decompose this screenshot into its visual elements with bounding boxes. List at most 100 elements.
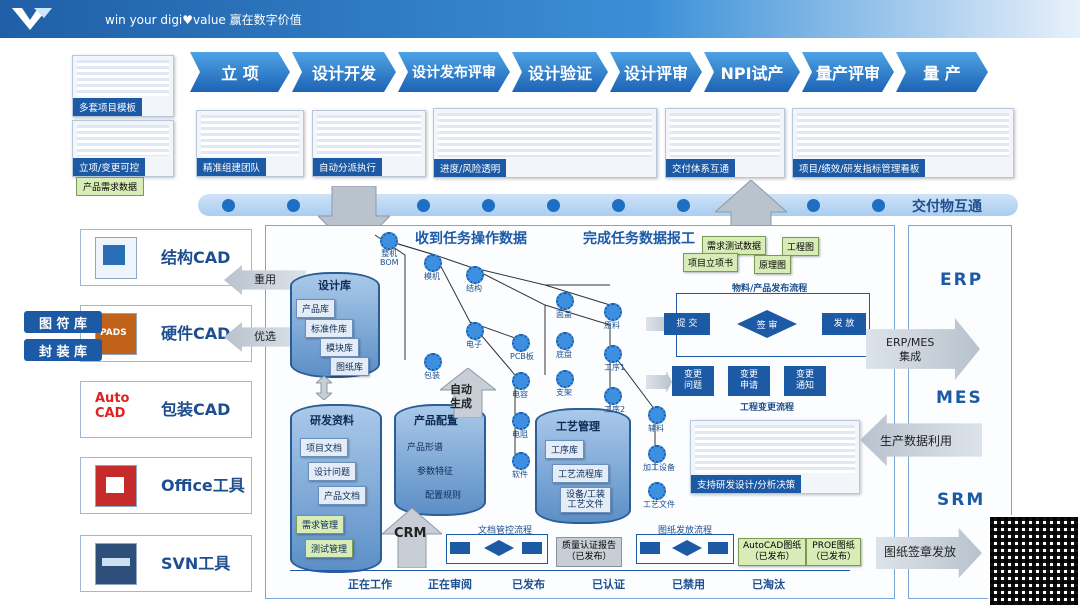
doc-flow-frame <box>446 534 548 564</box>
gear-icon <box>648 406 666 424</box>
process-mgmt-title: 工艺管理 <box>556 420 600 433</box>
gear-icon <box>604 387 622 405</box>
complete-task-heading: 完成任务数据报工 <box>583 231 695 247</box>
drawing-flow-step <box>640 542 660 554</box>
rnd-docs-title: 研发资料 <box>310 414 354 427</box>
process-item-operations: 工序库 <box>545 440 585 459</box>
header-bar <box>0 0 1080 38</box>
caption-templates: 多套项目模板 <box>73 98 143 116</box>
footprint-lib-tag: 封 装 库 <box>24 339 102 361</box>
receive-task-heading: 收到任务操作数据 <box>415 231 527 247</box>
product-config-db <box>394 404 486 516</box>
select-label: 优选 <box>254 330 276 343</box>
gear-icon <box>466 266 484 284</box>
slogan: win your digi♥value 赢在数字价值 <box>105 13 302 27</box>
phase-design-review: 设计评审 <box>610 52 702 92</box>
tool-office[interactable]: Office工具 <box>80 457 252 514</box>
gear-icon <box>380 232 398 250</box>
change-step-request: 变更申请 <box>728 366 770 396</box>
symbol-lib-tag: 图 符 库 <box>24 311 102 333</box>
qr-code <box>988 515 1080 607</box>
timeline-dot <box>417 199 430 212</box>
drawing-flow-title: 图纸发放流程 <box>658 526 713 536</box>
release-step-submit: 提 交 <box>664 313 710 335</box>
status-obsolete: 已淘汰 <box>752 578 785 591</box>
tool-name-office: Office工具 <box>161 476 245 495</box>
gear-label-pcb: PCB板 <box>510 352 534 361</box>
reuse-label: 重用 <box>254 273 276 286</box>
gear-label-resistor: 电阻 <box>512 430 528 439</box>
timeline-dot <box>222 199 235 212</box>
quality-report-doc: 质量认证报告（已发布） <box>556 537 622 567</box>
timeline-dot <box>287 199 300 212</box>
phase-design-dev: 设计开发 <box>292 52 396 92</box>
office-icon <box>95 465 137 507</box>
gear-label-raw-material: 原料 <box>604 321 620 330</box>
doc-flow-title: 文档管控流程 <box>478 526 533 536</box>
proe-drawing-doc: PROE图纸（已发布） <box>806 538 862 566</box>
phase-npi: NPI试产 <box>704 52 800 92</box>
change-flow-title: 工程变更流程 <box>740 403 795 413</box>
phase-mass-production: 量 产 <box>896 52 988 92</box>
gear-label-chassis: 底盘 <box>556 350 572 359</box>
template-screenshot: 多套项目模板 <box>72 55 174 117</box>
drawing-issue-label: 图纸签章发放 <box>884 545 957 559</box>
gear-icon <box>512 452 530 470</box>
gear-icon <box>424 353 442 371</box>
screenshot-dispatch: 自动分派执行 <box>312 110 426 177</box>
drawing-flow-step <box>708 542 728 554</box>
process-item-routes: 工艺流程库 <box>552 464 610 483</box>
gear-label-structure: 结构 <box>466 284 482 293</box>
gear-icon <box>556 332 574 350</box>
doc-flow-step <box>450 542 470 554</box>
product-requirement-tag: 产品需求数据 <box>76 177 145 196</box>
phase-mass-review: 量产评审 <box>802 52 894 92</box>
change-step-issue: 变更问题 <box>672 366 714 396</box>
screenshot-delivery: 交付体系互通 <box>665 108 785 178</box>
phase-design-release-review: 设计发布评审 <box>398 52 510 92</box>
timeline-dot <box>807 199 820 212</box>
srm-label: SRM <box>937 490 986 510</box>
process-item-equipment: 设备/工装工艺文件 <box>560 487 612 513</box>
gear-icon <box>604 303 622 321</box>
status-certified: 已认证 <box>592 578 625 591</box>
change-step-notice: 变更通知 <box>784 366 826 396</box>
erp-label: ERP <box>940 270 984 290</box>
caption-team: 精准组建团队 <box>197 158 267 176</box>
gear-label-electronics: 电子 <box>466 340 482 349</box>
doc-project-charter: 项目立项书 <box>683 253 739 272</box>
tool-svn[interactable]: SVN工具 <box>80 535 252 592</box>
cad-window-icon <box>95 237 137 279</box>
tool-structural-cad[interactable]: 结构CAD <box>80 229 252 286</box>
timeline-dot <box>482 199 495 212</box>
config-item-spectrum: 产品形谱 <box>407 443 444 453</box>
product-config-title: 产品配置 <box>414 414 458 427</box>
rnd-item-product-docs: 产品文档 <box>318 486 367 505</box>
rnd-item-testing: 测试管理 <box>305 539 354 558</box>
tool-name-hardware: 硬件CAD <box>161 324 231 343</box>
mes-label: MES <box>936 388 983 408</box>
db-item-standard-parts: 标准件库 <box>305 319 354 338</box>
rnd-item-project-docs: 项目文档 <box>300 438 349 457</box>
release-flow-title: 物料/产品发布流程 <box>732 284 808 294</box>
gear-icon <box>648 445 666 463</box>
status-released: 已发布 <box>512 578 545 591</box>
doc-schematic: 原理图 <box>754 255 792 274</box>
logo-icon <box>12 8 52 30</box>
caption-initiation: 立项/变更可控 <box>73 158 146 176</box>
svn-icon <box>95 543 137 585</box>
gear-icon <box>466 322 484 340</box>
gear-icon <box>648 482 666 500</box>
gear-label-process-doc: 工艺文件 <box>643 500 675 509</box>
drawing-flow-frame <box>636 534 734 564</box>
doc-flow-decision <box>484 540 514 556</box>
rnd-item-requirements: 需求管理 <box>296 515 345 534</box>
timeline-label: 交付物互通 <box>912 199 982 215</box>
production-data-label: 生产数据利用 <box>880 434 953 448</box>
caption-dashboard: 项目/绩效/研发指标管理看板 <box>793 159 926 177</box>
tool-name-svn: SVN工具 <box>161 554 231 573</box>
tool-hardware-cad[interactable]: PADS 硬件CAD <box>80 305 252 362</box>
